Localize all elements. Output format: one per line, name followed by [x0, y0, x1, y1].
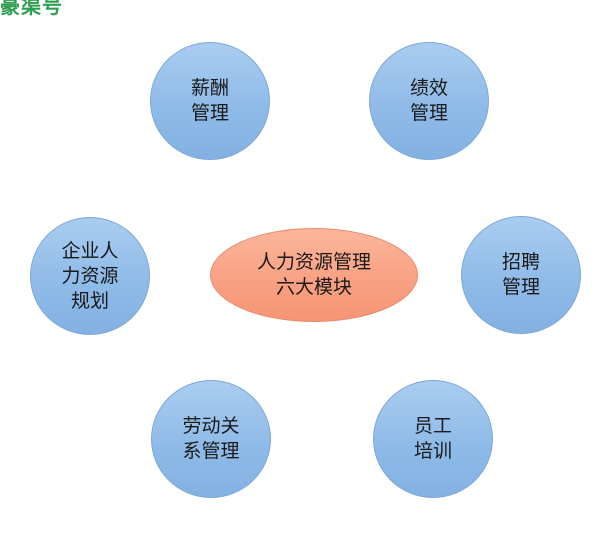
- module-label: 企业人 力资源 规划: [61, 239, 119, 312]
- module-label: 劳动关 系管理: [182, 415, 240, 462]
- module-performance-management: 绩效 管理: [369, 42, 489, 160]
- module-label: 招聘 管理: [501, 251, 540, 298]
- module-label: 绩效 管理: [409, 77, 448, 124]
- module-labor-relations-management: 劳动关 系管理: [151, 380, 271, 498]
- watermark-logo: 豪渠号: [0, 0, 63, 18]
- center-label: 人力资源管理 六大模块: [256, 251, 371, 298]
- module-employee-training: 员工 培训: [373, 380, 493, 498]
- module-hr-planning: 企业人 力资源 规划: [30, 217, 150, 335]
- module-salary-management: 薪酬 管理: [150, 42, 270, 160]
- center-hr-six-modules: 人力资源管理 六大模块: [210, 228, 418, 322]
- module-label: 员工 培训: [413, 415, 452, 462]
- module-recruitment-management: 招聘 管理: [461, 216, 581, 334]
- module-label: 薪酬 管理: [190, 77, 229, 124]
